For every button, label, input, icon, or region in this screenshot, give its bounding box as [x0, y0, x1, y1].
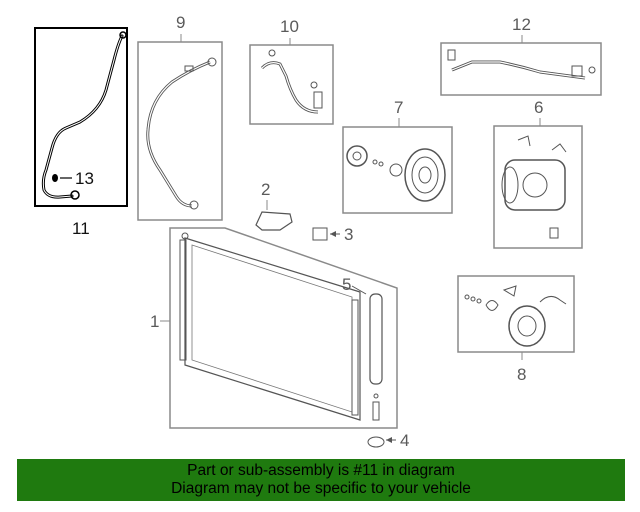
- callout-3: 3: [344, 225, 353, 244]
- callout-13: 13: [75, 169, 94, 188]
- part-6-group[interactable]: 6: [493, 98, 583, 249]
- part-10-group[interactable]: 10: [249, 17, 334, 125]
- part-9-group[interactable]: 9: [137, 13, 223, 221]
- parts-diagram: 13 11 9 10 12 7: [34, 13, 602, 450]
- part-4-group[interactable]: 4: [367, 431, 409, 450]
- callout-12: 12: [512, 15, 531, 34]
- part-12-group[interactable]: 12: [440, 15, 602, 96]
- callout-8: 8: [517, 365, 526, 384]
- part-2-group[interactable]: 2: [255, 180, 293, 231]
- part-3-group[interactable]: 3: [312, 225, 353, 244]
- part-11-group[interactable]: 13 11: [34, 27, 128, 238]
- info-banner: Part or sub-assembly is #11 in diagram D…: [17, 459, 625, 501]
- part-7-group[interactable]: 7: [342, 98, 453, 214]
- callout-6: 6: [534, 98, 543, 117]
- part-1-group[interactable]: 1: [150, 227, 398, 429]
- callout-2: 2: [261, 180, 270, 199]
- part-8-group[interactable]: 8: [457, 275, 575, 384]
- banner-line-1: Part or sub-assembly is #11 in diagram: [187, 462, 455, 479]
- callout-4: 4: [400, 431, 409, 450]
- callout-5: 5: [342, 275, 351, 294]
- callout-10: 10: [280, 17, 299, 36]
- callout-1: 1: [150, 312, 159, 331]
- callout-11: 11: [72, 219, 90, 238]
- part-5-group[interactable]: 5: [342, 275, 383, 421]
- callout-7: 7: [394, 98, 403, 117]
- callout-9: 9: [176, 13, 185, 32]
- banner-line-2: Diagram may not be specific to your vehi…: [171, 480, 471, 497]
